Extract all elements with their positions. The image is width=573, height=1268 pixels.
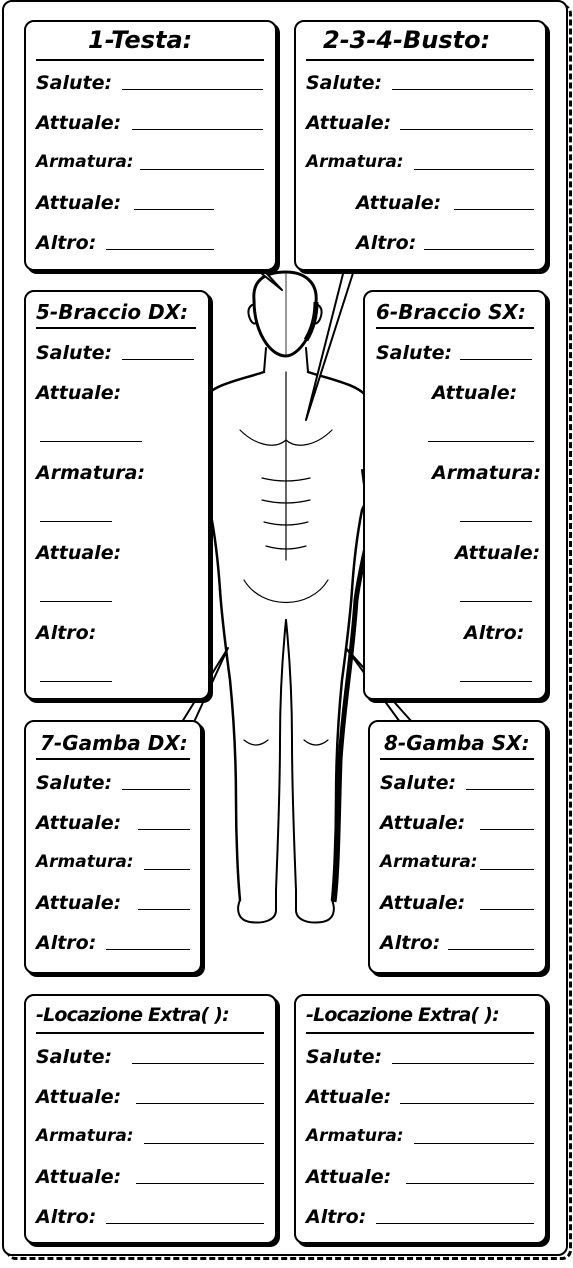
extra-1-other-blank[interactable] — [106, 1223, 264, 1224]
left-leg-health-blank[interactable] — [466, 789, 534, 790]
head-health-blank[interactable] — [122, 89, 263, 90]
left-leg-other-label: Altro: — [380, 932, 440, 954]
head-title: 1-Testa: — [88, 26, 192, 54]
left-arm-health-label: Salute: — [376, 342, 452, 364]
right-arm-current-armor-label: Attuale: — [36, 542, 121, 564]
head-health-label: Salute: — [36, 72, 112, 94]
right-leg-other-label: Altro: — [36, 932, 96, 954]
left-arm-title: 6-Braccio SX: — [376, 300, 526, 324]
extra-2-other-blank[interactable] — [376, 1223, 534, 1224]
right-leg-title: 7-Gamba DX: — [40, 731, 188, 755]
head-current-armor-blank[interactable] — [134, 209, 214, 210]
torso-armor-label: Armatura: — [306, 152, 404, 172]
extra-1-current-armor-blank[interactable] — [136, 1183, 264, 1184]
left-leg-current-armor-blank[interactable] — [480, 909, 534, 910]
extra-1-armor-label: Armatura: — [36, 1126, 134, 1146]
torso-title: 2-3-4-Busto: — [323, 26, 490, 54]
head-armor-blank[interactable] — [140, 169, 264, 170]
extra-location-2-title-rule — [306, 1032, 534, 1034]
torso-other-blank[interactable] — [424, 249, 534, 250]
head-armor-label: Armatura: — [36, 152, 134, 172]
torso-section — [294, 20, 547, 271]
right-leg-current-blank[interactable] — [138, 829, 190, 830]
extra-location-1-title-rule — [36, 1032, 264, 1034]
extra-location-1-title: -Locazione Extra( ): — [36, 1004, 229, 1026]
right-leg-current-armor-blank[interactable] — [138, 909, 190, 910]
extra-2-health-label: Salute: — [306, 1046, 382, 1068]
right-leg-current-label: Attuale: — [36, 812, 121, 834]
right-leg-other-blank[interactable] — [106, 949, 190, 950]
right-leg-current-armor-label: Attuale: — [36, 892, 121, 914]
torso-health-blank[interactable] — [392, 89, 533, 90]
left-arm-armor-blank[interactable] — [460, 521, 532, 522]
left-leg-other-blank[interactable] — [448, 949, 534, 950]
torso-current-armor-blank[interactable] — [454, 209, 534, 210]
right-arm-title: 5-Braccio DX: — [36, 300, 188, 324]
head-title-rule — [36, 59, 264, 61]
extra-2-current-armor-label: Attuale: — [306, 1166, 391, 1188]
extra-2-current-blank[interactable] — [400, 1103, 534, 1104]
right-arm-current-blank[interactable] — [40, 441, 142, 442]
left-arm-current-blank[interactable] — [428, 441, 534, 442]
extra-1-armor-blank[interactable] — [144, 1143, 264, 1144]
left-leg-armor-label: Armatura: — [380, 852, 478, 872]
left-arm-armor-label: Armatura: — [432, 462, 541, 484]
extra-2-armor-blank[interactable] — [414, 1143, 534, 1144]
extra-1-other-label: Altro: — [36, 1206, 96, 1228]
torso-current-armor-label: Attuale: — [356, 192, 441, 214]
right-leg-armor-label: Armatura: — [36, 852, 134, 872]
extra-2-current-label: Attuale: — [306, 1086, 391, 1108]
extra-1-current-label: Attuale: — [36, 1086, 121, 1108]
right-arm-other-blank[interactable] — [40, 681, 112, 682]
extra-1-current-armor-label: Attuale: — [36, 1166, 121, 1188]
extra-1-health-label: Salute: — [36, 1046, 112, 1068]
left-leg-current-blank[interactable] — [480, 829, 534, 830]
right-arm-armor-blank[interactable] — [40, 521, 112, 522]
extra-1-health-blank[interactable] — [132, 1063, 264, 1064]
head-current-blank[interactable] — [132, 129, 263, 130]
torso-other-label: Altro: — [356, 232, 416, 254]
torso-title-rule — [306, 59, 534, 61]
torso-health-label: Salute: — [306, 72, 382, 94]
right-arm-armor-label: Armatura: — [36, 462, 145, 484]
extra-2-other-label: Altro: — [306, 1206, 366, 1228]
left-arm-other-blank[interactable] — [460, 681, 532, 682]
left-leg-current-armor-label: Attuale: — [380, 892, 465, 914]
head-other-blank[interactable] — [106, 249, 214, 250]
right-arm-other-label: Altro: — [36, 622, 96, 644]
right-arm-health-label: Salute: — [36, 342, 112, 364]
left-arm-health-blank[interactable] — [460, 359, 532, 360]
head-other-label: Altro: — [36, 232, 96, 254]
right-leg-title-rule — [36, 758, 190, 760]
right-leg-health-blank[interactable] — [122, 789, 190, 790]
right-arm-current-label: Attuale: — [36, 382, 121, 404]
left-leg-title-rule — [380, 758, 534, 760]
torso-current-blank[interactable] — [400, 129, 533, 130]
left-arm-title-rule — [376, 327, 534, 329]
right-leg-health-label: Salute: — [36, 772, 112, 794]
left-arm-current-label: Attuale: — [432, 382, 517, 404]
right-leg-armor-blank[interactable] — [144, 869, 190, 870]
torso-armor-blank[interactable] — [414, 169, 534, 170]
extra-2-health-blank[interactable] — [392, 1063, 534, 1064]
extra-location-2-title: -Locazione Extra( ): — [306, 1004, 499, 1026]
left-leg-current-label: Attuale: — [380, 812, 465, 834]
extra-2-armor-label: Armatura: — [306, 1126, 404, 1146]
left-leg-title: 8-Gamba SX: — [384, 731, 530, 755]
extra-2-current-armor-blank[interactable] — [406, 1183, 534, 1184]
torso-current-label: Attuale: — [306, 112, 391, 134]
left-arm-other-label: Altro: — [464, 622, 524, 644]
right-arm-current-armor-blank[interactable] — [40, 601, 112, 602]
head-current-label: Attuale: — [36, 112, 121, 134]
right-arm-title-rule — [36, 327, 196, 329]
left-arm-current-armor-label: Attuale: — [455, 542, 540, 564]
left-leg-health-label: Salute: — [380, 772, 456, 794]
left-leg-armor-blank[interactable] — [480, 869, 534, 870]
head-current-armor-label: Attuale: — [36, 192, 121, 214]
extra-1-current-blank[interactable] — [136, 1103, 264, 1104]
right-arm-health-blank[interactable] — [122, 359, 194, 360]
left-arm-current-armor-blank[interactable] — [460, 601, 532, 602]
